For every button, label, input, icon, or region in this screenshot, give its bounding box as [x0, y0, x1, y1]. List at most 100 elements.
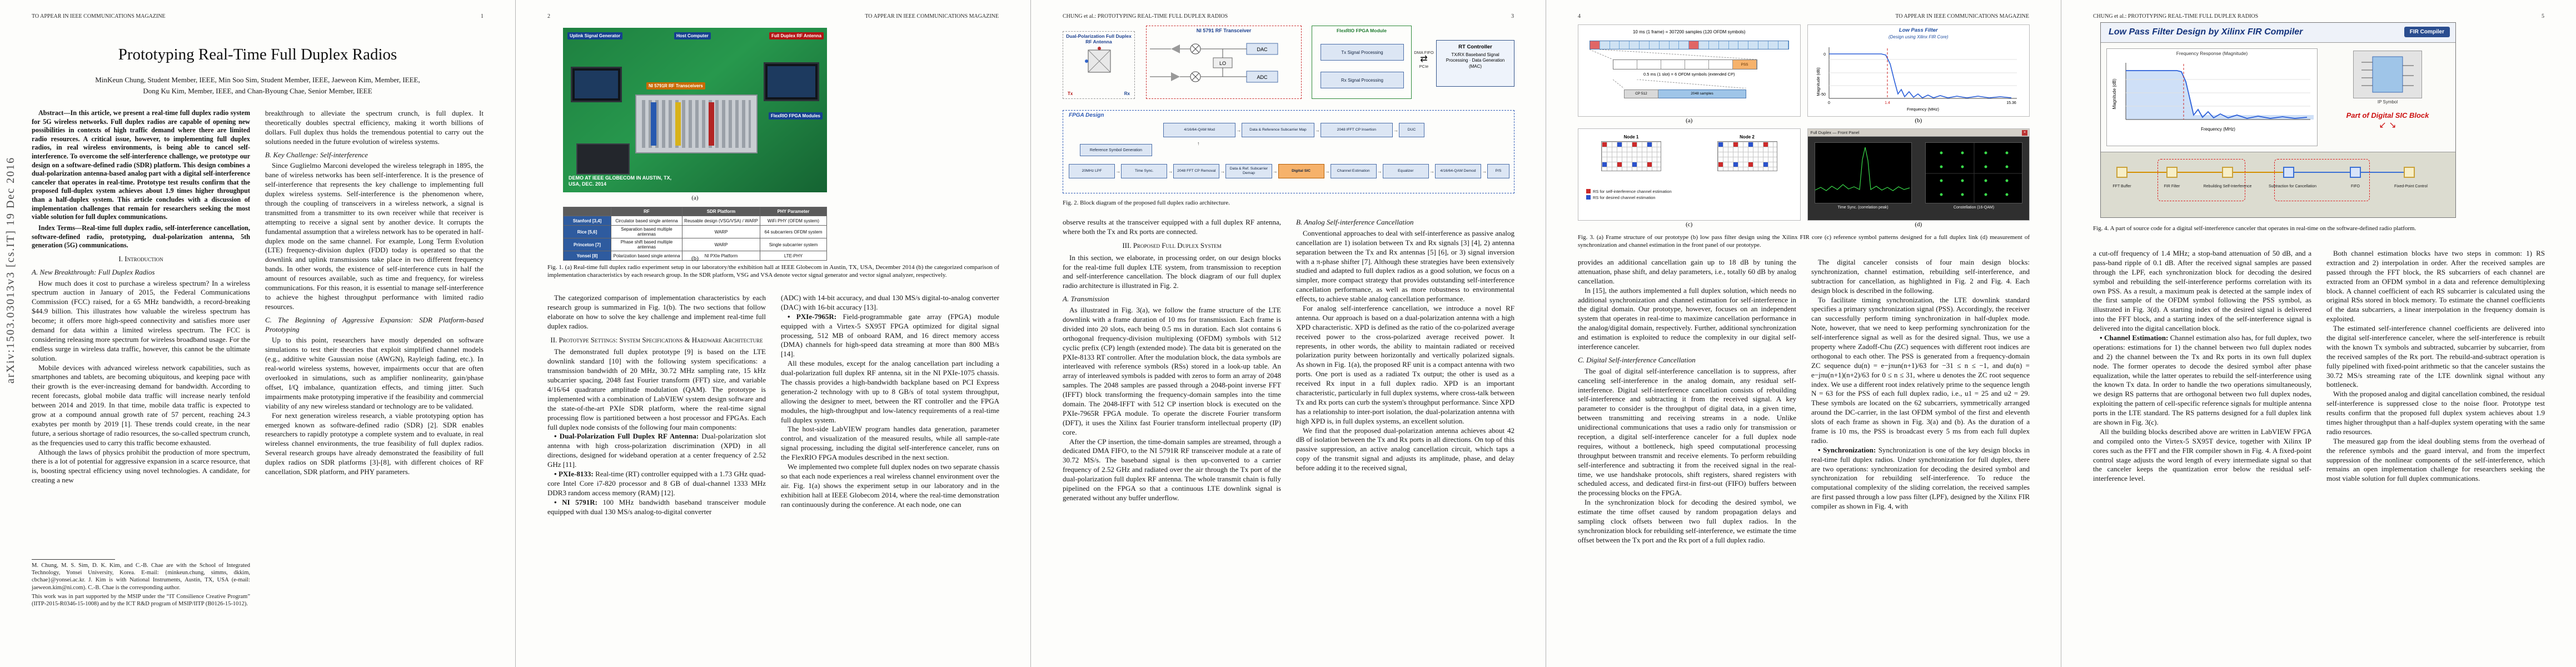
- labview-block-diagram-strip: FFT Buffer FIR Filter Rebuilding Self-In…: [2101, 152, 2455, 217]
- subtraction-node: [2283, 167, 2294, 178]
- fifo-node: [2350, 167, 2361, 178]
- legend-desired: RS for desired channel estimation: [1586, 195, 1800, 200]
- subfigure-label-b: (b): [691, 255, 699, 262]
- rs-grid-node1: [1601, 141, 1661, 171]
- page-number: 1: [481, 13, 484, 19]
- photo-callout: NI 5791R RF Transceivers: [646, 82, 705, 89]
- paragraph: How much does it cost to purchase a wire…: [32, 278, 250, 362]
- right-column: B. Analog Self-interference Cancellation…: [1296, 218, 1514, 644]
- cell: LTE-PHY: [760, 251, 827, 261]
- subsection-heading: C. The Beginning of Aggressive Expansion…: [265, 315, 484, 334]
- node1-grid-group: Node 1: [1595, 135, 1667, 171]
- slot-cell: [1669, 41, 1680, 49]
- photo-callout: FlexRIO FPGA Modules: [768, 112, 823, 120]
- ofdm-symbol-cell: [1709, 60, 1733, 69]
- svg-text:-50: -50: [1820, 93, 1825, 97]
- subcarrier-map-block: Data & Reference Subcarrier Map: [1242, 123, 1314, 137]
- paragraph: We find that the proposed dual-polarizat…: [1296, 426, 1514, 472]
- svg-text:15.36: 15.36: [2006, 101, 2016, 105]
- row-label: Yonsei [8]: [563, 251, 611, 261]
- rf-circuit-drawing: DAC ADC LO: [1150, 43, 1278, 83]
- running-head: 2 TO APPEAR IN IEEE COMMUNICATIONS MAGAZ…: [547, 13, 999, 19]
- legend-desired-swatch: [1586, 195, 1591, 200]
- flexrio-title: FlexRIO FPGA Module: [1337, 28, 1387, 33]
- ofdm-symbol-cell: [1613, 60, 1637, 69]
- svg-text:LO: LO: [1219, 61, 1226, 66]
- flexrio-fpga-block: FlexRIO FPGA Module Tx Signal Processing…: [1312, 26, 1412, 99]
- block-label: Subtraction for Cancellation: [2269, 185, 2316, 188]
- paragraph: provides an additional cancellation gain…: [1578, 258, 1796, 285]
- lpf-subtitle: (Design using Xilinx FIR Core): [1888, 34, 1949, 39]
- pss-symbol-cell: PSS: [1733, 60, 1757, 69]
- footnote-rule: [32, 559, 115, 560]
- slot-cell-pss: [1689, 41, 1700, 49]
- frame-structure-panel: 10 ms (1 frame) = 307200 samples (120 OF…: [1578, 24, 1801, 117]
- rs-grid-node2: [1717, 141, 1777, 171]
- equalizer-block: Equalizer: [1382, 164, 1429, 178]
- bullet-item: • PXIe-8133: Real-time (RT) controller e…: [547, 470, 766, 498]
- paragraph: For analog self-interference cancellatio…: [1296, 304, 1514, 425]
- paragraph: The goal of digital self-interference ca…: [1578, 366, 1796, 497]
- column-header: RF: [611, 207, 682, 216]
- up-arrow-icon: ↑: [1197, 141, 1200, 146]
- left-column: observe results at the transceiver equip…: [1063, 218, 1281, 644]
- table-corner: [563, 207, 611, 216]
- antenna-icon: [1085, 47, 1111, 73]
- cell: 64 subcarriers OFDM system: [760, 225, 827, 238]
- laptop: [576, 143, 630, 175]
- subfigure-label-b: (b): [1915, 117, 1922, 124]
- block-label: FIFO: [2351, 185, 2360, 188]
- right-column: (ADC) with 14-bit accuracy, and dual 130…: [781, 293, 999, 644]
- rs-cell-desired: [1647, 142, 1652, 147]
- sample-segment: 2048 samples: [1658, 89, 1746, 98]
- highlight-region: [2274, 159, 2370, 201]
- fir-window-titlebar: Low Pass Filter Design by Xilinx FIR Com…: [2101, 23, 2455, 43]
- node1-label: Node 1: [1623, 135, 1639, 140]
- subfigure-label-d: (d): [1915, 221, 1922, 228]
- running-head-text: CHUNG et al.: PROTOTYPING REAL-TIME FULL…: [2093, 13, 2259, 19]
- front-panel-body: Time Sync. (correlation peak) Constellat…: [1807, 137, 2029, 220]
- paragraph: The categorized comparison of implementa…: [547, 293, 766, 330]
- author-list: MinKeun Chung, Student Member, IEEE, Min…: [0, 74, 515, 96]
- bullet-text: Channel estimation also has, for full du…: [2093, 334, 2312, 427]
- rx-chain: 20MHz LPF→ Time Sync.→ 2048 FFT CP Remov…: [1069, 164, 1509, 178]
- cell: Separation based multiple antennas: [611, 225, 682, 238]
- svg-text:DAC: DAC: [1257, 47, 1268, 52]
- wire: [2178, 172, 2222, 173]
- rs-cell-si: [1718, 162, 1723, 167]
- digital-sic-block: Digital SIC: [1278, 164, 1324, 178]
- rf-card: [675, 102, 681, 146]
- slot-bar: PSS: [1613, 59, 1757, 69]
- page-number: 4: [1578, 13, 1581, 19]
- paragraph: a cut-off frequency of 1.4 MHz; a stop-b…: [2093, 249, 2311, 333]
- subsection-heading: B. Key Challenge: Self-interference: [265, 150, 368, 159]
- cell: WARP: [682, 225, 760, 238]
- rf-transceiver-title: NI 5791 RF Transceiver: [1196, 28, 1252, 33]
- rt-controller-block: RT Controller TX/RX Baseband Signal Proc…: [1436, 40, 1514, 87]
- block-label: Rebuilding Self-Interference: [2203, 185, 2252, 188]
- bullet-text: Dual-polarization slot antenna with high…: [547, 432, 766, 469]
- row-label: Stanford [3,4]: [563, 216, 611, 226]
- bullet-text: 100 MHz bandwidth baseband transceiver m…: [547, 497, 766, 516]
- slot-cell-pss: [1590, 41, 1600, 49]
- abstract: Abstract—In this article, we present a r…: [32, 109, 250, 221]
- rs-cell-si: [1748, 162, 1753, 167]
- bullet-item: • Dual-Polarization Full Duplex RF Anten…: [547, 432, 766, 470]
- block-label: FIR Filter: [2164, 185, 2180, 188]
- subfigure-label-a: (a): [691, 195, 699, 201]
- page-3: CHUNG et al.: PROTOTYPING REAL-TIME FULL…: [1030, 0, 1546, 667]
- legend-desired-label: RS for desired channel estimation: [1593, 195, 1656, 200]
- paragraph: (ADC) with 14-bit accuracy, and dual 130…: [781, 293, 999, 311]
- arrow-icon: →: [1393, 127, 1398, 133]
- fir-response-plot-panel: Frequency Response (Magnitude) Frequency…: [2106, 48, 2318, 146]
- paragraph: After the CP insertion, the time-domain …: [1063, 437, 1281, 502]
- figure3d-cell: Full Duplex — Front Panel ×: [1807, 128, 2030, 228]
- page-number: 3: [1511, 13, 1514, 19]
- rs-cell-si: [1763, 142, 1768, 147]
- paragraph: In the synchronization block for decodin…: [1578, 498, 1796, 544]
- row-label: Princeton [7]: [563, 238, 611, 251]
- paragraph: The digital canceler consists of four ma…: [1811, 258, 2030, 295]
- rs-cell-desired: [1748, 142, 1753, 147]
- page-number: 5: [2542, 13, 2544, 19]
- table-row: Princeton [7] Phase shift based multiple…: [563, 238, 827, 251]
